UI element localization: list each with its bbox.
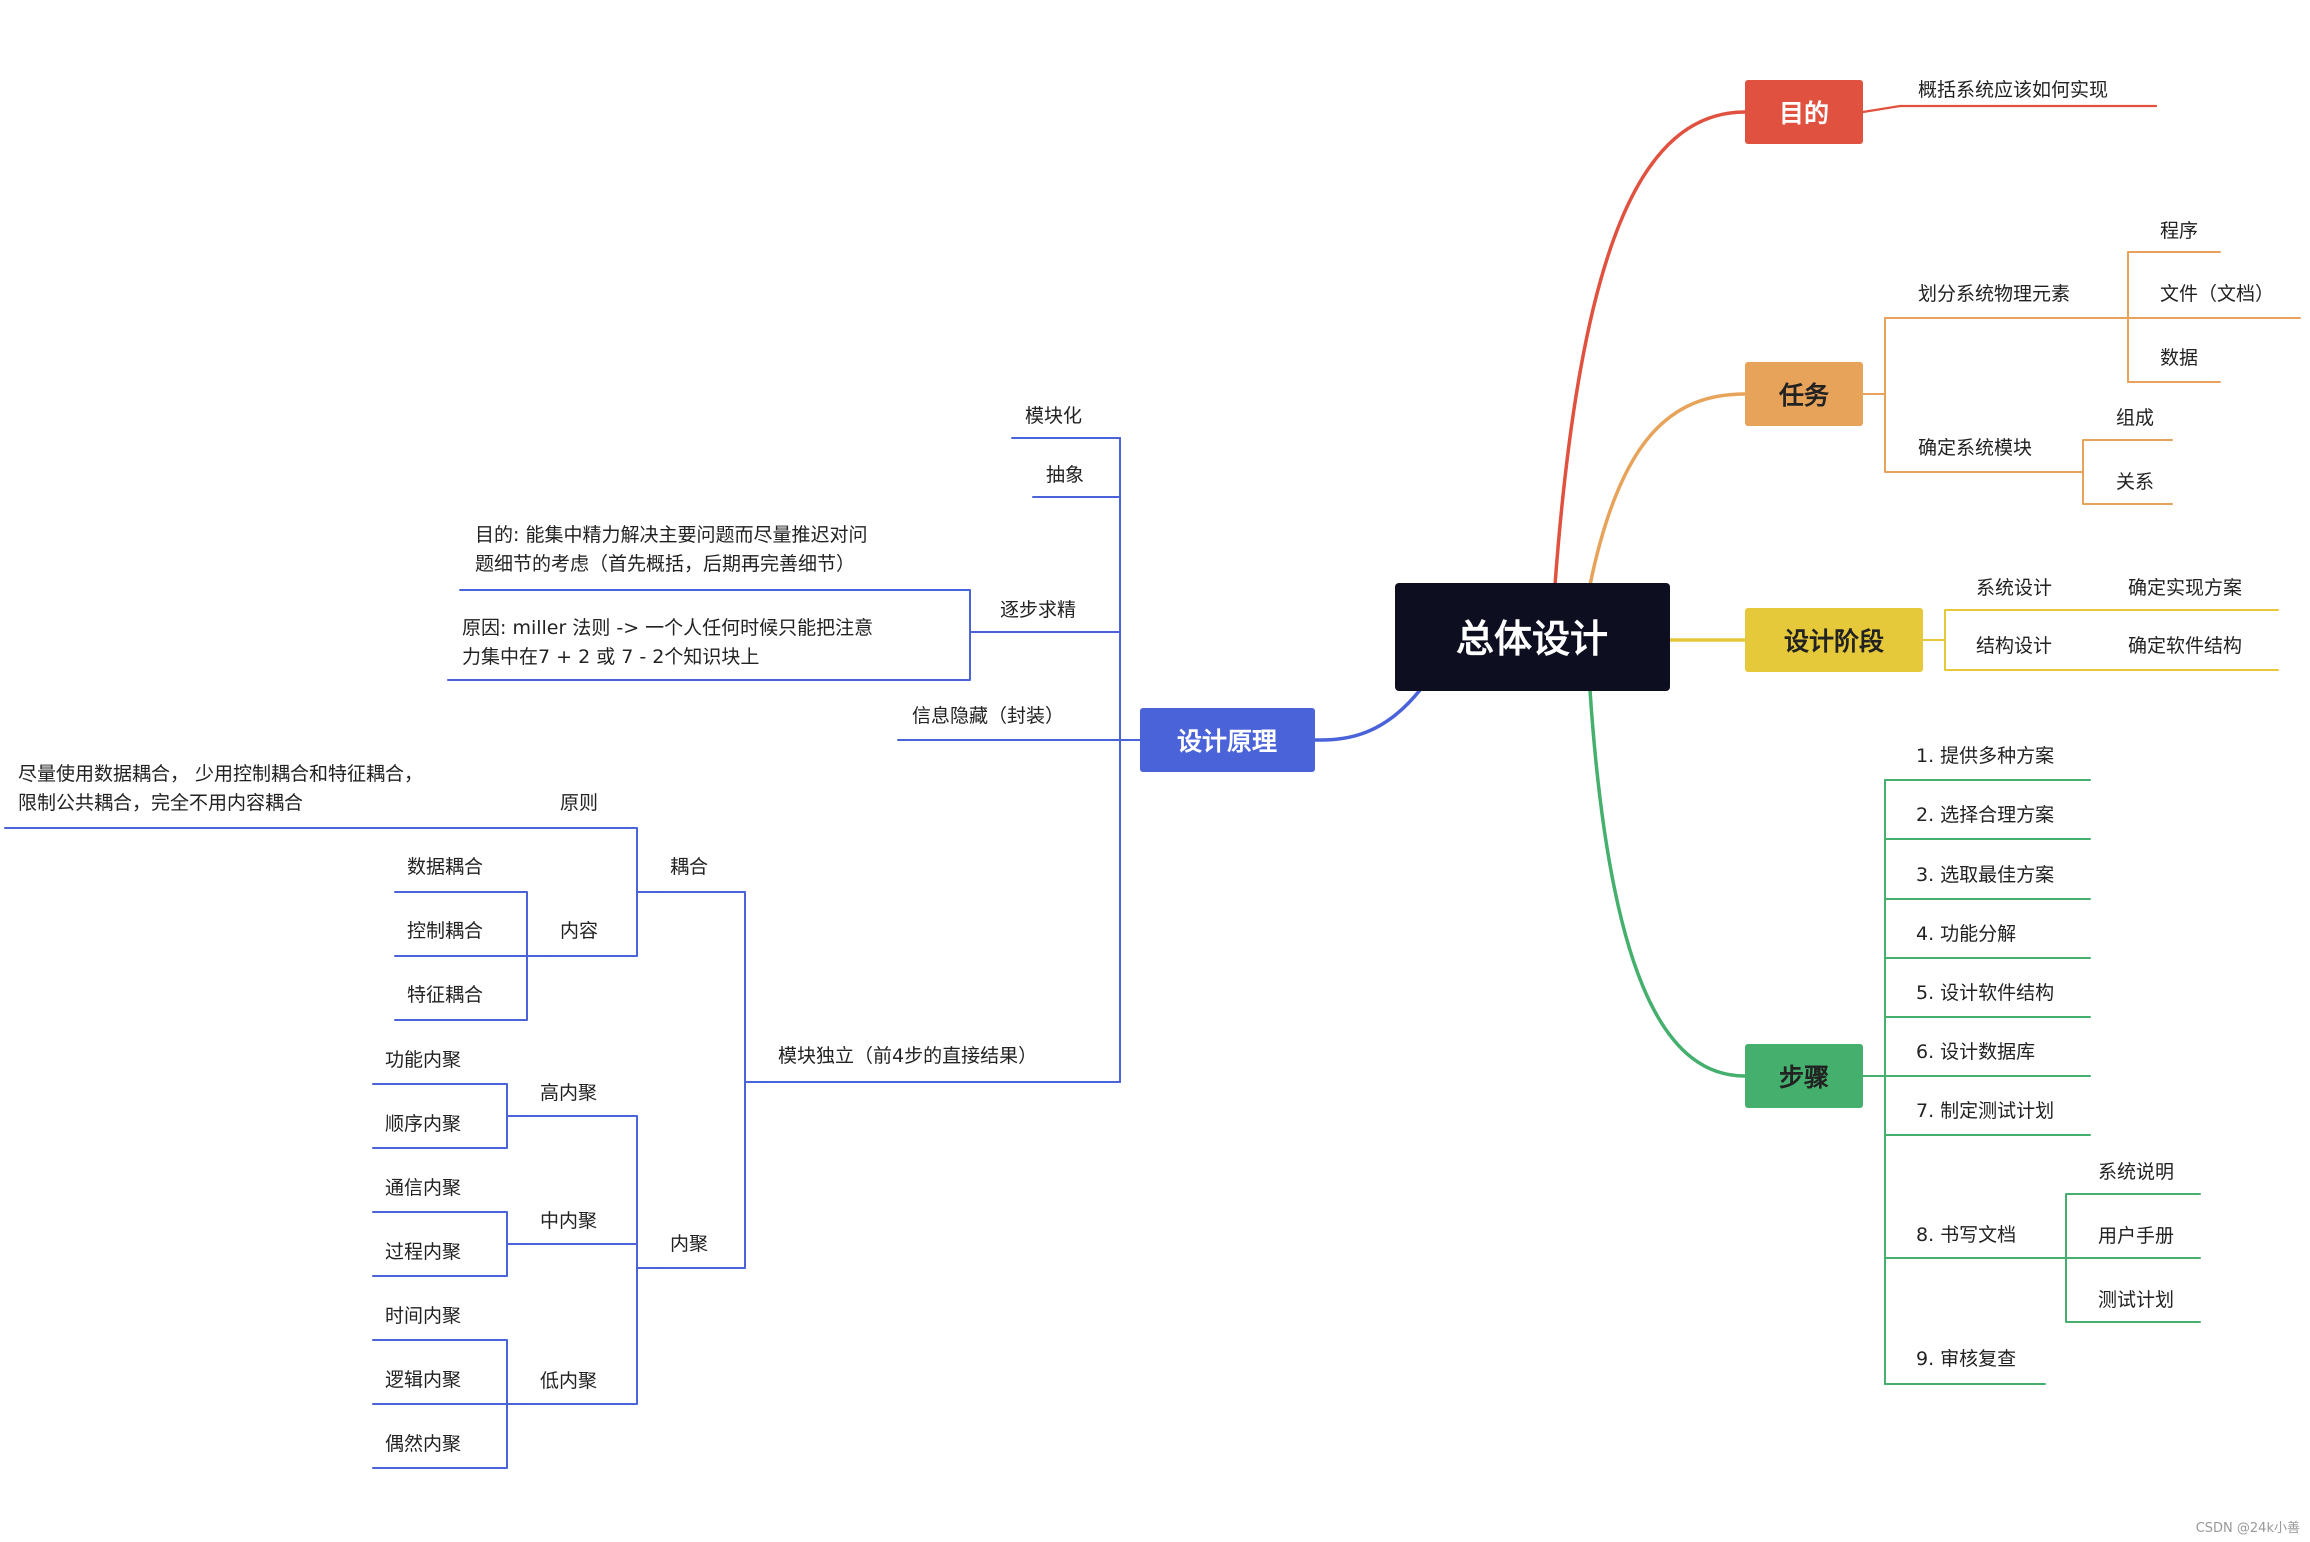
doc-test-plan: 测试计划 bbox=[2098, 1289, 2174, 1311]
cohesion-functional-label: 功能内聚 bbox=[385, 1049, 461, 1071]
coupling-rule-text-line2: 限制公共耦合，完全不用内容耦合 bbox=[18, 792, 303, 814]
task-module-branch bbox=[2082, 439, 2173, 505]
task-node-box bbox=[1745, 362, 1863, 426]
principle-modular-label: 模块化 bbox=[1025, 405, 1082, 427]
steps-node-box bbox=[1745, 1044, 1863, 1108]
coupling-branch bbox=[4, 827, 658, 957]
stage-node[interactable]: 设计阶段 bbox=[1745, 608, 1923, 672]
refine-reason-line2: 力集中在7 + 2 或 7 - 2个知识块上 bbox=[462, 646, 759, 668]
doc-user-manual: 用户手册 bbox=[2098, 1225, 2174, 1247]
root-node-box bbox=[1395, 583, 1670, 691]
coupling-data-label: 数据耦合 bbox=[407, 856, 483, 878]
task-physical-label: 划分系统物理元素 bbox=[1918, 283, 2070, 305]
refine-goal-line2: 题细节的考虑（首先概括，后期再完善细节） bbox=[475, 553, 855, 575]
cohesion-logical-label: 逻辑内聚 bbox=[385, 1369, 461, 1391]
principle-trunk bbox=[1119, 437, 1141, 1083]
stage-node-box bbox=[1745, 608, 1923, 672]
cohesion-branch bbox=[526, 1115, 658, 1405]
step-item-3: 3. 选取最佳方案 bbox=[1916, 864, 2054, 886]
step-item-2: 2. 选择合理方案 bbox=[1916, 804, 2054, 826]
connector-lines bbox=[4, 104, 2301, 1469]
steps-node-label: 步骤 bbox=[1779, 1063, 1829, 1092]
task-file-label: 文件（文档） bbox=[2160, 283, 2274, 305]
step-item-8: 8. 书写文档 bbox=[1916, 1224, 2016, 1246]
step-item-9: 9. 审核复查 bbox=[1916, 1348, 2016, 1370]
steps-docs-branch bbox=[2065, 1193, 2201, 1323]
step-item-6: 6. 设计数据库 bbox=[1916, 1041, 2035, 1063]
purpose-node[interactable]: 目的 bbox=[1745, 80, 1863, 144]
task-data-label: 数据 bbox=[2160, 347, 2198, 369]
root-node-label: 总体设计 bbox=[1456, 617, 1608, 661]
cohesion-label: 内聚 bbox=[670, 1233, 708, 1255]
principle-independence-label: 模块独立（前4步的直接结果） bbox=[778, 1045, 1037, 1067]
cohesion-coincidental-label: 偶然内聚 bbox=[385, 1433, 461, 1455]
coupling-rule-label: 原则 bbox=[560, 792, 598, 814]
refine-reason-line1: 原因: miller 法则 -> 一个人任何时候只能把注意 bbox=[462, 617, 873, 639]
principle-node-box bbox=[1140, 708, 1315, 772]
cohesion-low-label: 低内聚 bbox=[540, 1370, 597, 1392]
coupling-stamp-label: 特征耦合 bbox=[407, 984, 483, 1006]
purpose-node-box bbox=[1745, 80, 1863, 144]
coupling-label: 耦合 bbox=[670, 856, 708, 878]
steps-curve bbox=[1588, 688, 1747, 1078]
coupling-content-branch bbox=[394, 891, 548, 1021]
task-branch bbox=[1862, 317, 2129, 473]
cohesion-temporal-label: 时间内聚 bbox=[385, 1305, 461, 1327]
principle-curve bbox=[1313, 688, 1422, 742]
principle-node-label: 设计原理 bbox=[1177, 727, 1277, 756]
cohesion-procedural-label: 过程内聚 bbox=[385, 1241, 461, 1263]
task-program-label: 程序 bbox=[2160, 220, 2198, 242]
step-item-5: 5. 设计软件结构 bbox=[1916, 982, 2054, 1004]
cohesion-sequential-label: 顺序内聚 bbox=[385, 1113, 461, 1135]
root-node[interactable]: 总体设计 bbox=[1395, 583, 1670, 691]
steps-item-line-8-9 bbox=[1884, 1257, 2067, 1385]
refine-goal-line1: 目的: 能集中精力解决主要问题而尽量推迟对问 bbox=[475, 524, 867, 546]
purpose-curve bbox=[1553, 110, 1747, 587]
step-item-4: 4. 功能分解 bbox=[1916, 923, 2016, 945]
principle-abstraction-label: 抽象 bbox=[1046, 464, 1084, 486]
cohesion-high-label: 高内聚 bbox=[540, 1082, 597, 1104]
stage-system-design-label: 系统设计 bbox=[1976, 577, 2052, 599]
task-relation-label: 关系 bbox=[2116, 471, 2154, 493]
purpose-underline bbox=[1861, 104, 2158, 114]
doc-system-description: 系统说明 bbox=[2098, 1161, 2174, 1183]
cohesion-low-branch bbox=[372, 1339, 528, 1469]
coupling-rule-text-line1: 尽量使用数据耦合， 少用控制耦合和特征耦合， bbox=[18, 763, 423, 785]
cohesion-mid-branch bbox=[372, 1211, 528, 1277]
stage-software-structure-label: 确定软件结构 bbox=[2128, 635, 2242, 657]
step-item-7: 7. 制定测试计划 bbox=[1916, 1100, 2054, 1122]
cohesion-high-branch bbox=[372, 1083, 528, 1149]
purpose-node-label: 目的 bbox=[1779, 99, 1829, 128]
independence-branch bbox=[656, 891, 766, 1269]
coupling-control-label: 控制耦合 bbox=[407, 920, 483, 942]
task-physical-branch bbox=[2127, 251, 2301, 383]
task-module-label: 确定系统模块 bbox=[1918, 437, 2032, 459]
coupling-content-label: 内容 bbox=[560, 920, 598, 942]
cohesion-communicational-label: 通信内聚 bbox=[385, 1177, 461, 1199]
stage-implement-label: 确定实现方案 bbox=[2128, 577, 2242, 599]
principle-node[interactable]: 设计原理 bbox=[1140, 708, 1315, 772]
watermark: CSDN @24k小善 bbox=[2196, 1520, 2300, 1536]
task-node-label: 任务 bbox=[1778, 381, 1829, 410]
stage-node-label: 设计阶段 bbox=[1784, 627, 1884, 656]
steps-trunk bbox=[1862, 779, 1886, 1385]
principle-refine-label: 逐步求精 bbox=[1000, 599, 1076, 621]
purpose-summary-label: 概括系统应该如何实现 bbox=[1918, 79, 2108, 101]
cohesion-mid-label: 中内聚 bbox=[540, 1210, 597, 1232]
stage-branch bbox=[1922, 609, 2279, 671]
refine-branch bbox=[447, 589, 988, 681]
principle-items bbox=[764, 437, 1121, 1083]
task-node[interactable]: 任务 bbox=[1745, 362, 1863, 426]
stage-structure-design-label: 结构设计 bbox=[1976, 635, 2052, 657]
principle-hiding-label: 信息隐藏（封装） bbox=[912, 705, 1064, 727]
steps-node[interactable]: 步骤 bbox=[1745, 1044, 1863, 1108]
task-compose-label: 组成 bbox=[2116, 407, 2154, 429]
step-item-1: 1. 提供多种方案 bbox=[1916, 745, 2054, 767]
task-curve bbox=[1588, 392, 1747, 587]
